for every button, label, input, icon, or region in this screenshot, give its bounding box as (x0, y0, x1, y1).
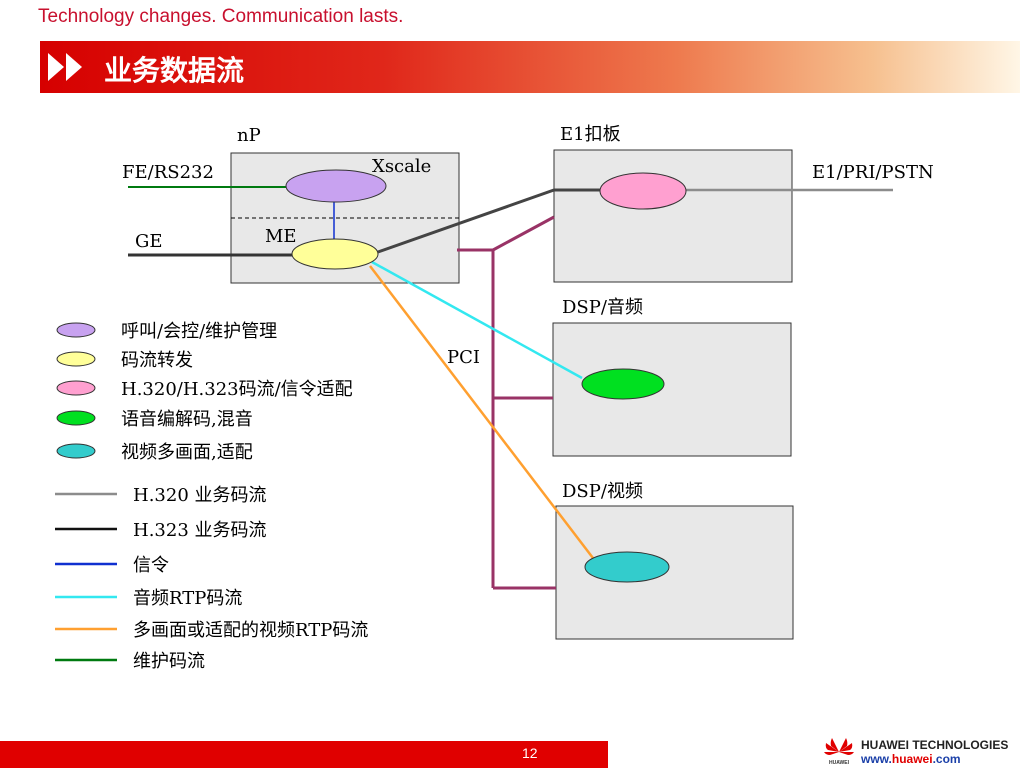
pci-label: PCI (447, 347, 480, 368)
legend-swatch (56, 351, 96, 367)
page-number: 12 (522, 745, 538, 761)
audio-rtp-line (371, 260, 583, 380)
page-title: 业务数据流 (104, 54, 245, 87)
dsp-audio-label: DSP/音频 (562, 297, 643, 318)
dsp-video-label: DSP/视频 (562, 481, 643, 502)
legend-swatch (56, 443, 96, 459)
legend-functions: 呼叫/会控/维护管理 码流转发 H.320/H.323码流/信令适配 语音编解码… (56, 321, 353, 463)
dsp-audio-ellipse (581, 368, 665, 400)
legend-item: 维护码流 (55, 651, 205, 672)
dsp-video-ellipse (584, 551, 670, 583)
website-suffix: .com (932, 752, 961, 766)
legend-label: 音频RTP码流 (133, 588, 242, 609)
legend-item: H.323 业务码流 (55, 520, 267, 541)
legend-item: 视频多画面,适配 (56, 442, 253, 463)
footer-bar: 12 (0, 741, 608, 768)
fe-label: FE/RS232 (122, 162, 214, 183)
legend-item: 码流转发 (56, 350, 193, 371)
huawei-logo-icon: HUAWEI (824, 738, 854, 766)
header-tagline: Technology changes. Communication lasts. (38, 6, 404, 27)
legend-label: 多画面或适配的视频RTP码流 (133, 620, 368, 641)
double-arrow-icon (48, 53, 82, 81)
me-label: ME (265, 226, 297, 247)
logo-text: HUAWEI (829, 760, 850, 766)
h323-to-e1-line (377, 188, 600, 254)
legend-label: 码流转发 (121, 350, 193, 371)
legend-label: H.320/H.323码流/信令适配 (121, 379, 353, 400)
legend-item: 语音编解码,混音 (56, 409, 253, 430)
legend-streams: H.320 业务码流 H.323 业务码流 信令 音频RTP码流 多画面或适配的… (55, 485, 368, 672)
e1-ellipse (599, 172, 687, 210)
legend-label: 视频多画面,适配 (121, 442, 253, 463)
website-link[interactable]: www.huawei.com (861, 752, 961, 766)
e1-board-box (553, 149, 793, 283)
legend-item: 音频RTP码流 (55, 588, 242, 609)
legend-item: 多画面或适配的视频RTP码流 (55, 620, 368, 641)
legend-item: 信令 (55, 555, 169, 576)
legend-swatch (56, 322, 96, 338)
ge-label: GE (135, 231, 163, 252)
xscale-ellipse (285, 169, 387, 203)
e1-link-label: E1/PRI/PSTN (812, 162, 934, 183)
xscale-label: Xscale (372, 156, 431, 177)
legend-label: 信令 (133, 555, 169, 576)
legend-label: 维护码流 (133, 651, 205, 672)
legend-label: 语音编解码,混音 (121, 409, 253, 430)
pci-bus (457, 215, 556, 590)
legend-item: H.320 业务码流 (55, 485, 267, 506)
website-brand: huawei (891, 752, 933, 766)
website-prefix: www. (861, 752, 892, 766)
legend-label: H.323 业务码流 (133, 520, 267, 541)
title-bar: 业务数据流 (40, 41, 1020, 93)
me-ellipse (291, 238, 379, 270)
legend-label: 呼叫/会控/维护管理 (121, 321, 277, 342)
e1-board-label: E1扣板 (560, 124, 621, 145)
legend-swatch (56, 410, 96, 426)
np-label: nP (237, 125, 261, 146)
legend-item: H.320/H.323码流/信令适配 (56, 379, 353, 400)
company-name: HUAWEI TECHNOLOGIES (861, 738, 1009, 752)
legend-item: 呼叫/会控/维护管理 (56, 321, 277, 342)
data-flow-diagram: nP Xscale ME FE/RS232 GE E1扣板 E1/PRI/PST… (55, 124, 934, 672)
legend-label: H.320 业务码流 (133, 485, 267, 506)
legend-swatch (56, 380, 96, 396)
video-rtp-line (369, 265, 597, 563)
